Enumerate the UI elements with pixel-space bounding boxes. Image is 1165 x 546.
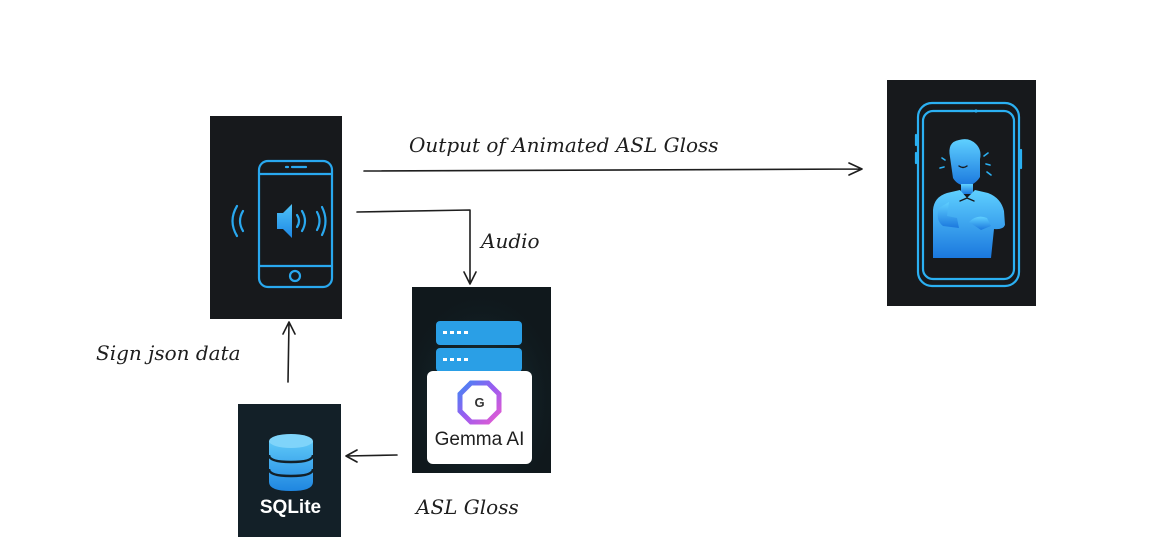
asl-avatar-node: [887, 80, 1036, 306]
audio-arrow: [356, 209, 477, 285]
audio-label: Audio: [481, 229, 540, 253]
sign-json-label: Sign json data: [96, 341, 241, 365]
phone-speaker-icon: [231, 159, 334, 289]
signing-person-icon: [914, 101, 1023, 288]
phone-audio-node: [210, 116, 342, 319]
gemma-logo-letter: G: [474, 395, 485, 410]
database-icon: [267, 434, 315, 491]
output-label: Output of Animated ASL Gloss: [409, 133, 719, 157]
sqlite-node: SQLite: [238, 404, 341, 537]
gemma-ai-node: G Gemma AI: [412, 287, 551, 473]
gloss-arrow: [345, 449, 398, 463]
gemma-name: Gemma AI: [434, 429, 525, 450]
json-arrow: [282, 321, 296, 383]
sqlite-name: SQLite: [259, 497, 322, 518]
gemma-logo-icon: [457, 380, 502, 425]
output-arrow: [363, 162, 863, 176]
asl-gloss-label: ASL Gloss: [416, 495, 519, 519]
gemma-logo-card: G Gemma AI: [427, 371, 532, 464]
